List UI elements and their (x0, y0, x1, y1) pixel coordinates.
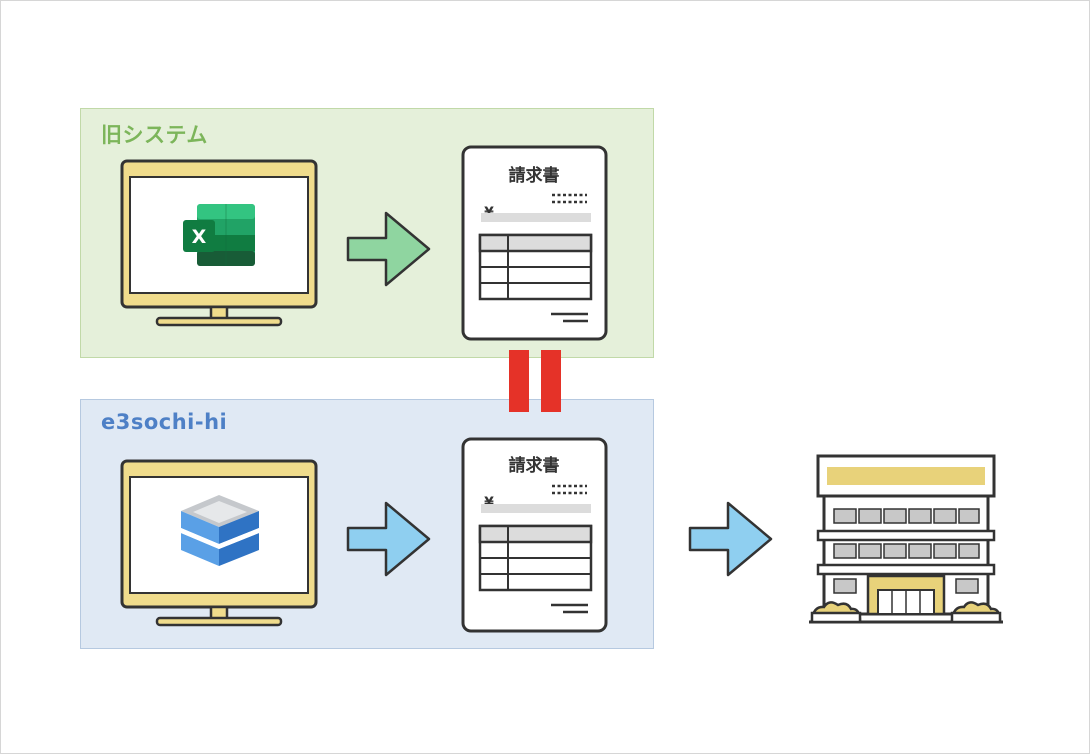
building-icon (809, 454, 1003, 624)
invoice-document-icon: 請求書 ¥ (461, 437, 608, 633)
invoice-table (478, 524, 593, 592)
invoice-title: 請求書 (509, 455, 560, 476)
invoice-document-icon: 請求書 ¥ (461, 145, 608, 341)
e3sochi-hi-logo-icon (181, 495, 259, 566)
yen-symbol: ¥ (484, 495, 494, 511)
arrow-right-icon (346, 501, 431, 577)
arrow-right-icon (688, 501, 773, 577)
new-system-title: e3sochi-hi (101, 410, 228, 434)
invoice-table (478, 233, 593, 301)
invoice-title: 請求書 (509, 165, 560, 186)
equals-icon (509, 350, 561, 412)
excel-icon: X (183, 204, 255, 266)
excel-icon-letter: X (192, 226, 207, 248)
arrow-right-icon (346, 211, 431, 287)
old-system-title: 旧システム (101, 123, 208, 147)
